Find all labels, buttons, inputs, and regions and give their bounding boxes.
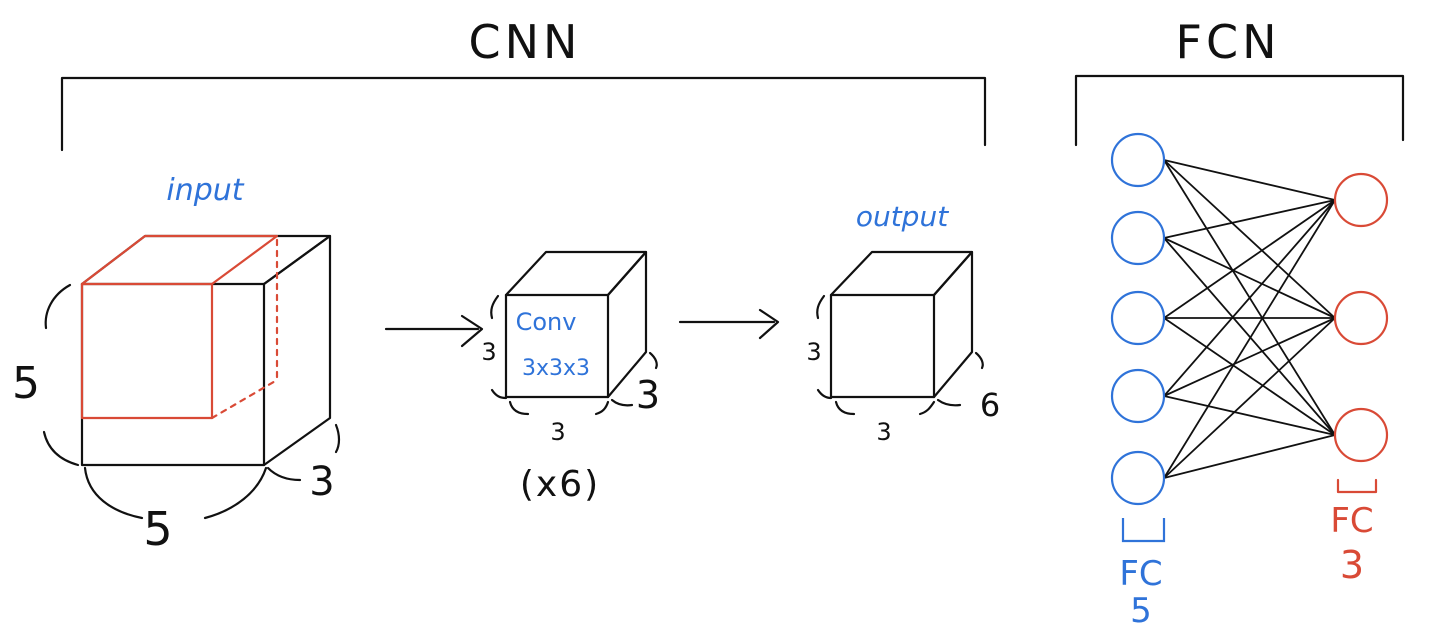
fc5-node — [1110, 132, 1166, 188]
fc5-node — [1110, 368, 1166, 424]
fc3-name: FC — [1330, 501, 1373, 541]
output-cube — [816, 250, 984, 416]
conv-count-label: (x6) — [520, 464, 600, 505]
fcn-edge — [1163, 434, 1336, 479]
fc5-node — [1110, 450, 1166, 506]
conv-name: Conv — [516, 308, 577, 336]
fc5-node — [1110, 210, 1166, 266]
fc3-node — [1333, 407, 1389, 463]
input-depth-label: 3 — [309, 459, 334, 505]
fc5-size: 5 — [1130, 591, 1152, 631]
fc5-bracket — [1121, 518, 1166, 543]
fcn-edge — [1163, 199, 1336, 319]
fcn-nodes — [1110, 132, 1389, 506]
conv-filter-cube — [490, 250, 658, 416]
input-label: input — [166, 173, 244, 208]
conv-size: 3x3x3 — [522, 356, 590, 381]
input-height-brace — [44, 283, 72, 330]
fc3-size: 3 — [1340, 543, 1364, 587]
input-cube — [42, 234, 341, 520]
fcn-title: FCN — [1176, 15, 1281, 69]
fc5-node — [1110, 290, 1166, 346]
arrow-conv-to-output — [678, 308, 780, 340]
fcn-bracket — [1074, 74, 1405, 147]
fcn-edge — [1163, 159, 1336, 319]
conv-height-label: 3 — [481, 338, 496, 366]
conv-depth-label: 3 — [636, 373, 660, 417]
fc5-name: FC — [1119, 554, 1162, 594]
fcn-edge — [1163, 199, 1336, 239]
output-depth-label: 6 — [980, 386, 1000, 424]
fcn-edge — [1163, 199, 1336, 479]
cnn-bracket — [60, 76, 987, 152]
fcn-connections — [1163, 159, 1336, 479]
fc3-node — [1333, 290, 1389, 346]
output-label: output — [856, 200, 949, 233]
fcn-edge — [1163, 237, 1336, 319]
fcn-edge — [1163, 317, 1336, 436]
input-width-brace — [83, 466, 144, 520]
input-depth-brace — [266, 466, 302, 482]
fcn-edge — [1163, 159, 1336, 201]
input-window-highlight — [80, 234, 279, 420]
output-width-label: 3 — [876, 418, 891, 446]
cnn-title: CNN — [469, 15, 582, 69]
conv-width-label: 3 — [550, 418, 565, 446]
fc3-bracket — [1336, 478, 1378, 494]
input-height-label: 5 — [12, 358, 40, 409]
fcn-edge — [1163, 317, 1336, 479]
arrow-input-to-conv — [384, 314, 484, 348]
input-width-label: 5 — [143, 502, 172, 556]
fc3-node — [1333, 172, 1389, 228]
output-height-label: 3 — [806, 338, 821, 366]
fcn-edge — [1163, 395, 1336, 436]
fcn-edge — [1163, 199, 1336, 397]
fcn-edge — [1163, 317, 1336, 397]
fcn-edge — [1163, 237, 1336, 436]
